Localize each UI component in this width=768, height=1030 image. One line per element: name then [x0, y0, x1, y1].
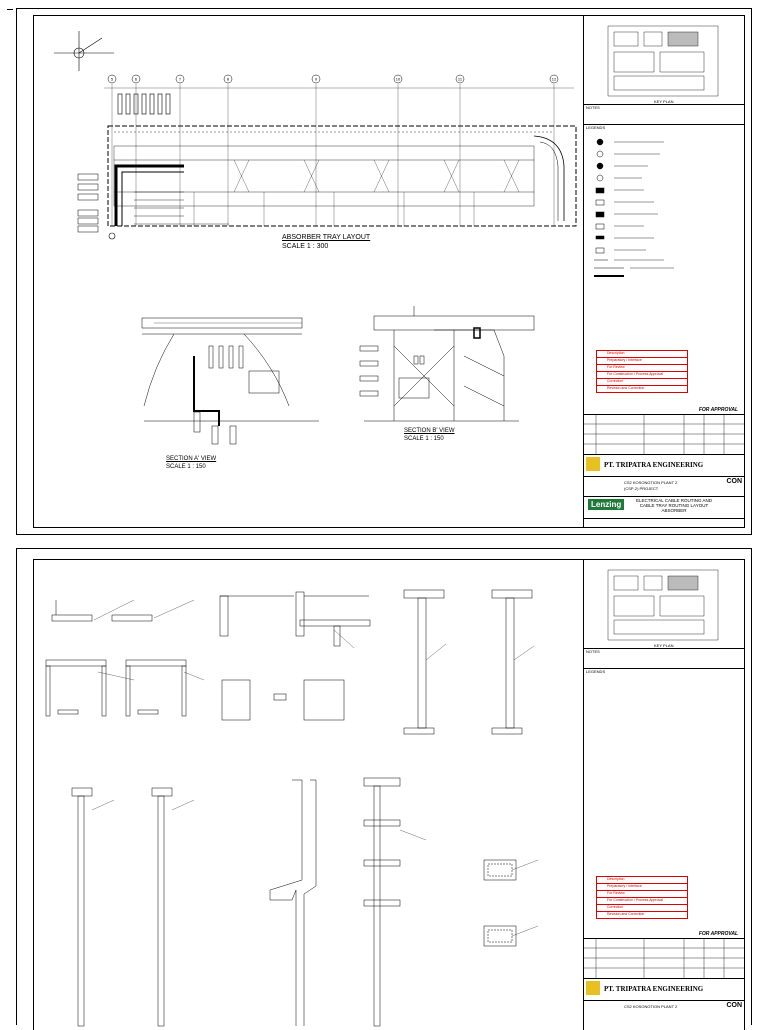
grid-bubble-label: 8 [227, 77, 230, 82]
company-name-2: PT. TRIPATRA ENGINEERING [604, 985, 704, 993]
title-block-1: KEY PLAN NOTES LEGENDS [583, 16, 744, 527]
plan-title: ABSORBER TRAY LAYOUT [282, 234, 371, 241]
grid-bubble-label: 12 [552, 77, 557, 82]
legend-1: LEGENDS [584, 124, 744, 415]
sheet-1-frame: 5 6 7 8 9 10 11 12 ABSORBER TRAY LAYOUT SCALE 1… [33, 15, 745, 528]
revision-table-1: Description Preparatory / Interface For … [596, 350, 688, 393]
approval-stamp-2: FOR APPROVAL [698, 931, 738, 937]
drawing-title-1: ELECTRICAL CABLE ROUTING AND CABLE TRAY … [635, 498, 713, 513]
company-name-1: PT. TRIPATRA ENGINEERING [604, 461, 704, 469]
project-line-b-1: (CSP-2) PROJECT [624, 486, 659, 491]
section-b-scale: SCALE 1 : 150 [404, 436, 444, 442]
legend-heading-2: LEGENDS [586, 669, 606, 674]
revision-table-2: Description Preparatory / Interface For … [596, 876, 688, 919]
grid-bubble-label: 10 [396, 77, 401, 82]
sheet-2-frame: KEY PLAN NOTES LEGENDS Description Prepa… [33, 559, 745, 1030]
section-b-title: SECTION B' VIEW [404, 428, 455, 434]
section-a-scale: SCALE 1 : 150 [166, 464, 206, 470]
legend-2: LEGENDS Description Preparatory / Interf… [584, 668, 744, 939]
notes-heading-2: NOTES [586, 649, 600, 654]
sheet-1-drawing: 5 6 7 8 9 10 11 12 [54, 31, 577, 445]
client-logo-1: Lenzing [588, 499, 625, 510]
project-line-a-2: CS2 KOSONGTION PLANT 2 [624, 1004, 678, 1009]
grid-bubble-label: 5 [111, 77, 114, 82]
title-block-2: KEY PLAN NOTES LEGENDS Description Prepa… [583, 560, 744, 1030]
sheet-2-drawing [45, 589, 539, 1027]
key-plan-2: KEY PLAN [584, 560, 744, 649]
grid-bubble-label: 9 [315, 77, 318, 82]
tripatra-logo-2 [586, 981, 600, 995]
grid-bubble-label: 11 [458, 77, 463, 82]
key-plan-1: KEY PLAN [584, 16, 744, 105]
grid-bubble-label: 7 [179, 77, 182, 82]
project-line-a-1: CS2 KOSONGTION PLANT 2 [624, 480, 678, 485]
status-code-1: CON [726, 478, 742, 485]
status-code-2: CON [726, 1002, 742, 1009]
drawing-sheet-2: KEY PLAN NOTES LEGENDS Description Prepa… [16, 548, 752, 1030]
key-plan-label-2: KEY PLAN [654, 643, 674, 648]
approval-stamp-1: FOR APPROVAL [698, 407, 738, 413]
grid-bubble-label: 6 [135, 77, 138, 82]
legend-heading-1: LEGENDS [586, 125, 606, 130]
plan-scale: SCALE 1 : 300 [282, 243, 329, 250]
tripatra-logo-1 [586, 457, 600, 471]
drawing-sheet-1: 5 6 7 8 9 10 11 12 ABSORBER TRAY LAYOUT SCALE 1… [7, 8, 752, 535]
notes-heading-1: NOTES [586, 105, 600, 110]
key-plan-label-1: KEY PLAN [654, 99, 674, 104]
section-a-title: SECTION A' VIEW [166, 456, 217, 462]
